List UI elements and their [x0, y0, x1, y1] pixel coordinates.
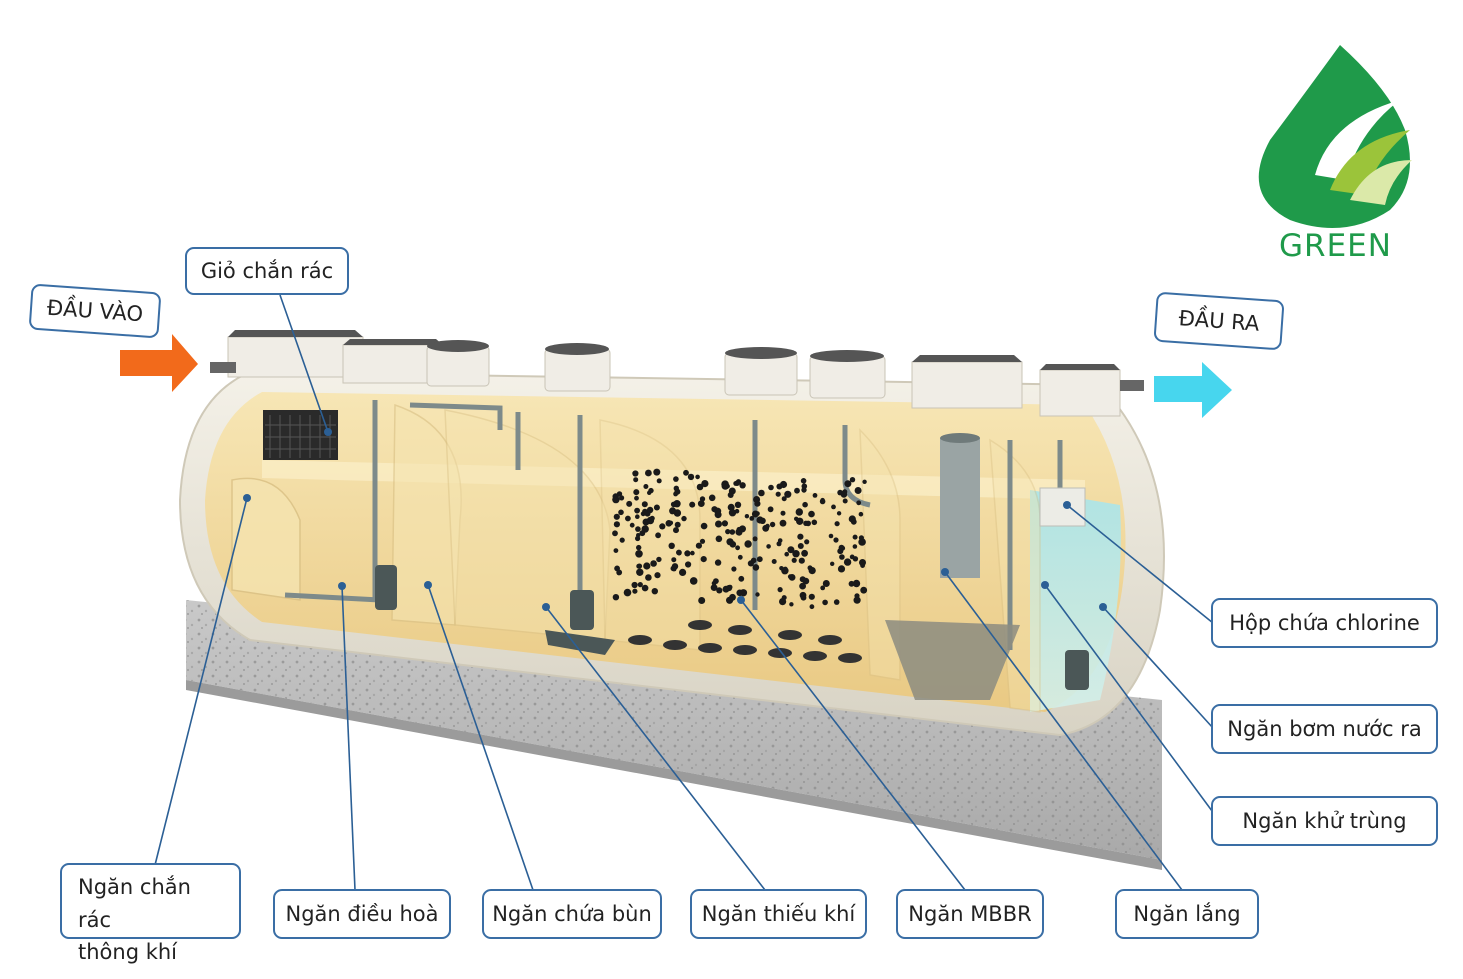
leader-dots — [243, 428, 1107, 611]
outlet-pipe — [1120, 380, 1144, 391]
disinfection-label: Ngăn khử trùng — [1211, 796, 1438, 846]
screen-aeration-label-line2: thông khí — [78, 940, 178, 965]
logo-text: GREEN — [1279, 228, 1392, 264]
trash-basket-label: Giỏ chắn rác — [185, 247, 349, 295]
inlet-pipe — [210, 362, 236, 373]
gravel-base — [186, 600, 1162, 870]
equalization-label: Ngăn điều hoà — [273, 889, 451, 939]
sludge-label: Ngăn chứa bùn — [482, 889, 662, 939]
screen-aeration-label: Ngăn chắn rác thông khí — [60, 863, 241, 964]
anoxic-label: Ngăn thiếu khí — [690, 889, 867, 939]
outlet-pump-label: Ngăn bơm nước ra — [1211, 704, 1438, 754]
internal-pipes — [284, 400, 1063, 650]
pumps — [375, 565, 1089, 690]
outlet-label: ĐẦU RA — [1153, 291, 1285, 351]
inlet-label: ĐẦU VÀO — [28, 283, 162, 339]
leaf-drop-logo — [1258, 45, 1412, 228]
inlet-arrow-icon — [120, 334, 198, 392]
outlet-arrow-icon — [1154, 362, 1232, 418]
settling-hopper — [885, 433, 1020, 700]
access-covers — [227, 330, 1121, 417]
mbbr-label: Ngăn MBBR — [896, 889, 1044, 939]
chlorine-box-label: Hộp chứa chlorine — [1211, 598, 1438, 648]
leader-lines — [154, 294, 1216, 891]
air-diffusers — [628, 620, 862, 663]
screen-aeration-label-line1: Ngăn chắn rác — [78, 875, 191, 932]
compartment-dividers — [231, 403, 1041, 713]
chlorine-box — [1039, 487, 1086, 527]
settling-label: Ngăn lắng — [1115, 889, 1259, 939]
mbbr-media — [612, 468, 868, 610]
